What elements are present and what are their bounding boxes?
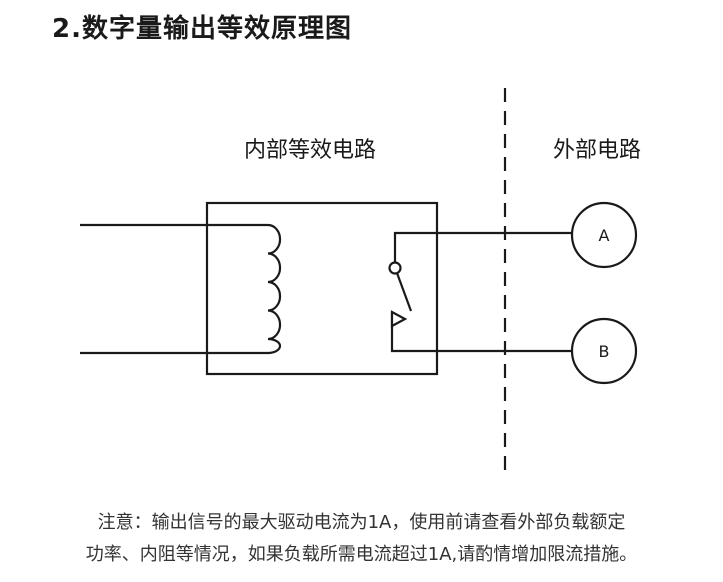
terminal-b xyxy=(570,317,638,385)
contact-wire-a xyxy=(393,231,572,263)
internal-circuit-label: 内部等效电路 xyxy=(244,138,377,163)
terminal-a-label: A xyxy=(599,226,610,245)
terminal-b-label: B xyxy=(599,342,610,361)
page-title: 2.数字量输出等效原理图 xyxy=(52,14,352,44)
note-line-1: 注意：输出信号的最大驱动电流为1A，使用前请查看外部负载额定 xyxy=(97,512,626,533)
relay-coil xyxy=(267,223,282,355)
internal-circuit-box xyxy=(205,201,439,376)
switch-pivot xyxy=(388,261,402,275)
contact-wire-b xyxy=(390,312,572,353)
note-line-2: 功率、内阻等情况，如果负载所需电流超过1A,请酌情增加限流措施。 xyxy=(85,544,638,565)
external-circuit-label: 外部电路 xyxy=(553,138,642,163)
switch-contact xyxy=(390,310,408,328)
switch-blade xyxy=(395,272,413,312)
terminal-a xyxy=(570,201,638,269)
